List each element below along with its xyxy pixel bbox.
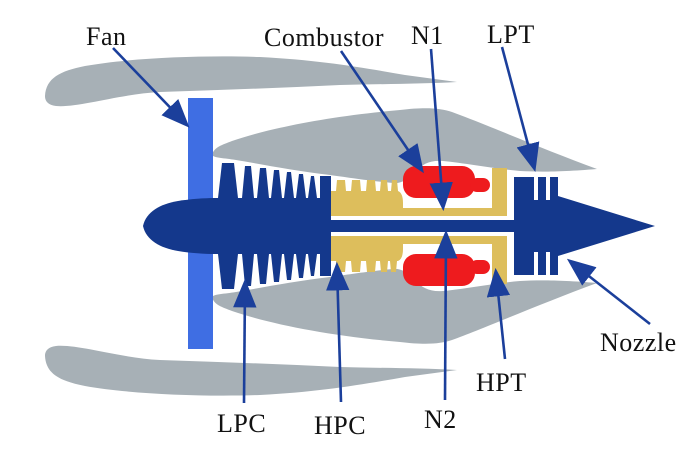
lpt-arrow xyxy=(500,46,540,173)
hpt-label: HPT xyxy=(476,368,527,397)
core-cowl-lower xyxy=(212,268,597,344)
lpc-arrow xyxy=(233,278,257,404)
hpt-blade-upper xyxy=(492,168,507,219)
combustor-label: Combustor xyxy=(264,23,384,52)
nozzle-arrow xyxy=(566,258,651,326)
lpt-and-exhaust-cone xyxy=(514,177,655,275)
fan-arrow xyxy=(112,47,190,128)
lpc-compressor xyxy=(213,163,331,289)
hpc-arrow xyxy=(325,261,350,403)
n2-arrow xyxy=(434,229,458,401)
nacelle-lower xyxy=(45,345,457,396)
hpc-label: HPC xyxy=(314,411,366,440)
n2-label: N2 xyxy=(424,405,457,434)
combustor-can-lower xyxy=(403,254,475,286)
combustor-case-upper xyxy=(398,208,507,219)
hpt-blade-lower xyxy=(492,233,507,284)
nacelle-upper xyxy=(45,56,457,107)
hpt-arrow xyxy=(486,267,511,360)
lpt-label: LPT xyxy=(487,20,535,49)
engine-shaft xyxy=(327,220,516,232)
n1-label: N1 xyxy=(411,21,444,50)
combustor-can-upper xyxy=(403,166,475,198)
combustor-can-upper-outlet xyxy=(470,178,490,192)
spinner-nose-cone xyxy=(143,198,215,254)
combustor-can-lower-outlet xyxy=(470,260,490,274)
lpc-label: LPC xyxy=(217,409,266,438)
combustor-arrow xyxy=(339,50,424,174)
n1-arrow xyxy=(429,48,453,212)
fan-label: Fan xyxy=(86,22,127,51)
nozzle-label: Nozzle xyxy=(600,328,677,357)
